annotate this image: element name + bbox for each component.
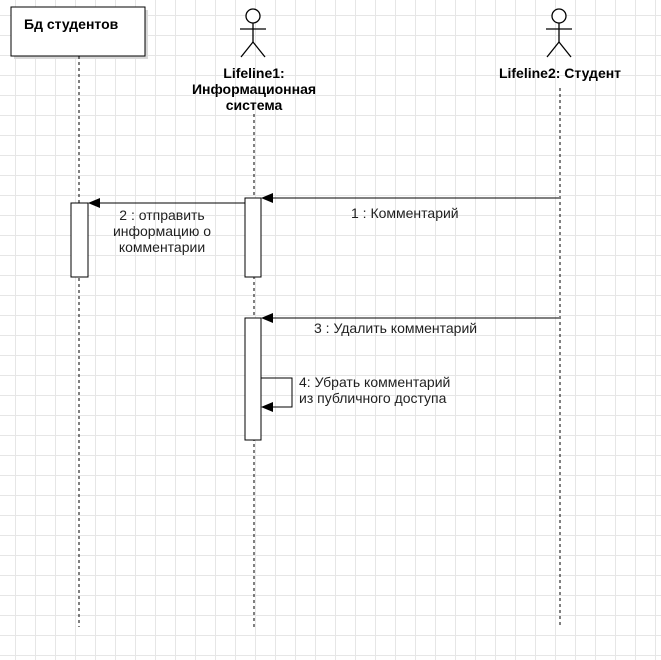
message-3-label: 3 : Удалить комментарий	[314, 320, 478, 336]
db-participant-box[interactable]	[10, 6, 146, 57]
system-activation-bar-1	[244, 197, 262, 278]
message-2-label: 2 : отправить информацию о комментарии	[112, 207, 212, 255]
message-4-self-arrow	[261, 377, 293, 412]
student-participant-label: Lifeline2: Студент	[498, 65, 622, 81]
system-actor-icon	[240, 8, 266, 58]
system-activation-bar-2	[244, 317, 262, 441]
message-4-label: 4: Убрать комментарий из публичного дост…	[299, 374, 451, 406]
student-actor-icon	[546, 8, 572, 58]
db-participant-label: Бд студентов	[24, 16, 119, 32]
message-1-label: 1 : Комментарий	[351, 205, 459, 221]
system-participant-label: Lifeline1: Информационная система	[191, 65, 317, 113]
db-activation-bar	[70, 202, 89, 278]
